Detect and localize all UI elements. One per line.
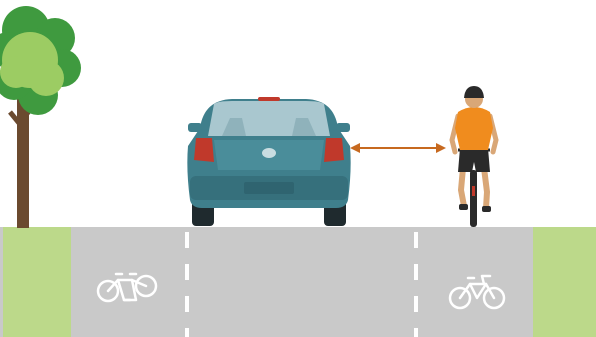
car-license-plate (244, 182, 294, 194)
car-brake-light-top (258, 97, 280, 101)
cyclist-icon (452, 86, 496, 227)
car-right-taillight (324, 138, 344, 162)
roadway (0, 227, 596, 337)
car-badge (262, 148, 276, 158)
left-grass-verge (3, 227, 71, 337)
rear-wheel (470, 170, 477, 227)
cyclist-jersey (455, 107, 493, 150)
tree-foliage (0, 6, 81, 115)
cyclist-shorts (458, 148, 490, 172)
car-left-taillight (194, 138, 214, 162)
arrow-head-left (350, 143, 360, 153)
double-arrow-icon (350, 143, 446, 153)
road-surface (0, 227, 596, 337)
tree-icon (0, 6, 81, 228)
cyclist-left-leg (461, 168, 464, 206)
right-grass-verge (533, 227, 596, 337)
cyclist-right-leg (484, 168, 487, 208)
cyclist-helmet (464, 86, 484, 98)
car-icon (187, 97, 350, 226)
arrow-head-right (436, 143, 446, 153)
